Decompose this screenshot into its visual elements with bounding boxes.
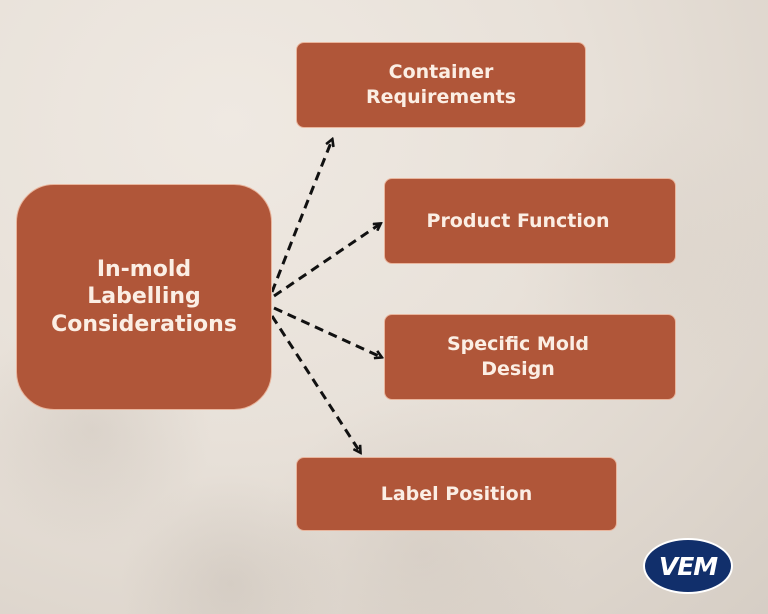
node-container-requirements: Container Requirements — [296, 42, 586, 128]
central-node-label: In-mold Labelling Considerations — [51, 256, 237, 337]
node-product-function: Product Function — [384, 178, 676, 264]
logo-text: VEM — [658, 551, 718, 581]
arrow-to-container-requirements — [270, 140, 332, 293]
node-label: Product Function — [426, 209, 610, 232]
arrow-to-product-function — [273, 224, 380, 298]
node-label: Container Requirements — [365, 61, 516, 108]
arrow-to-label-position — [270, 315, 360, 452]
node-label: Specific Mold Design — [447, 333, 589, 380]
central-node: In-mold Labelling Considerations — [16, 184, 272, 410]
arrow-to-specific-mold-design — [273, 306, 381, 357]
node-label-position: Label Position — [296, 457, 617, 531]
vem-logo: VEM — [643, 538, 733, 594]
node-label: Label Position — [380, 482, 533, 505]
node-specific-mold-design: Specific Mold Design — [384, 314, 676, 400]
